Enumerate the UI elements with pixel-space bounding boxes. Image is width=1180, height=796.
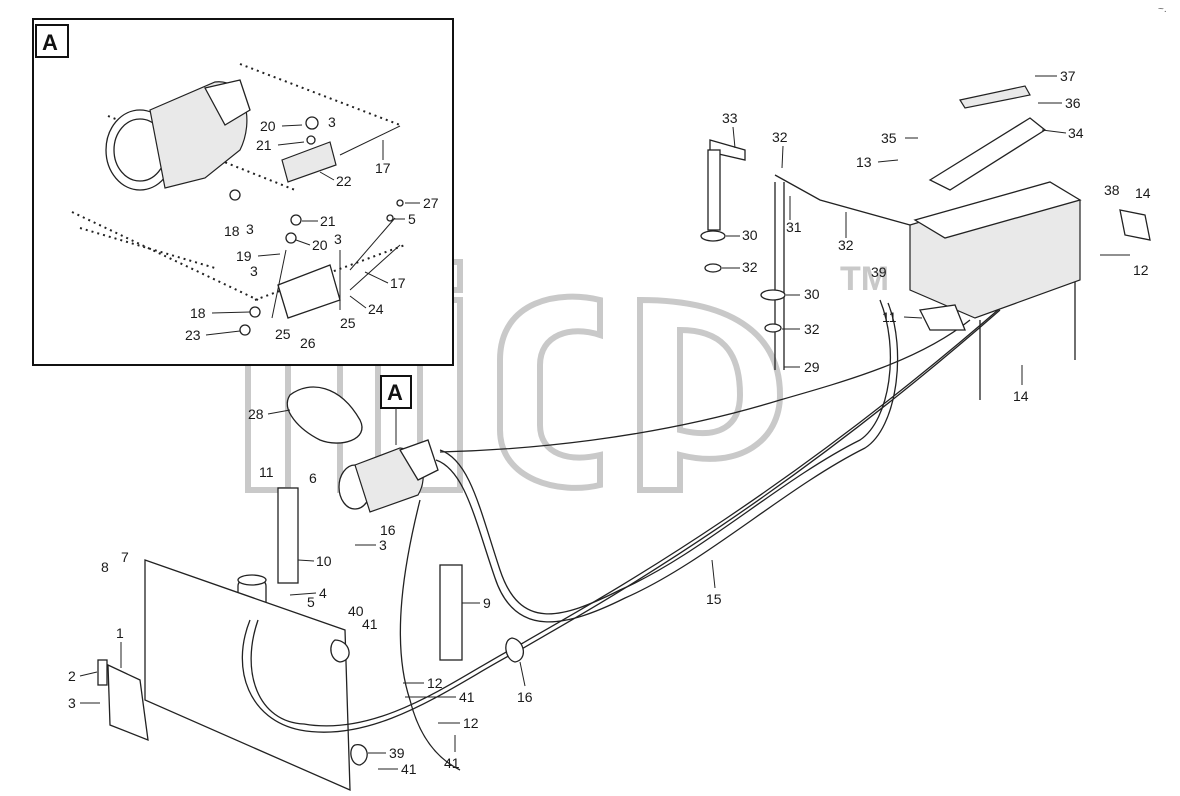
label-30-b: 30 xyxy=(804,286,820,302)
corner-mark: ~. xyxy=(1158,4,1167,15)
label-3-e: 3 xyxy=(379,537,387,553)
label-41: 41 xyxy=(362,616,378,632)
label-3-b: 3 xyxy=(246,221,254,237)
label-39-b: 39 xyxy=(389,745,405,761)
callout-letter: A xyxy=(387,380,403,405)
bracket-12 xyxy=(1119,209,1151,241)
label-17: 17 xyxy=(375,160,391,176)
label-11-b: 11 xyxy=(259,464,274,480)
clamp-16 xyxy=(505,637,524,663)
clamp-39 xyxy=(350,744,368,766)
label-32: 32 xyxy=(772,129,788,145)
hose-31 xyxy=(774,174,911,226)
label-41-c: 41 xyxy=(444,755,460,771)
label-11: 11 xyxy=(882,309,897,325)
label-41-d: 41 xyxy=(401,761,417,777)
label-2: 2 xyxy=(68,668,76,684)
compressor xyxy=(338,439,439,513)
label-16-b: 16 xyxy=(517,689,533,705)
label-3-f: 3 xyxy=(68,695,76,711)
label-14: 14 xyxy=(1013,388,1029,404)
label-25-b: 25 xyxy=(275,326,291,342)
label-40: 40 xyxy=(348,603,364,619)
label-18: 18 xyxy=(224,223,240,239)
label-34: 34 xyxy=(1068,125,1084,141)
watermark-tm: TM xyxy=(840,260,889,298)
label-5-b: 5 xyxy=(307,594,315,610)
label-26: 26 xyxy=(300,335,316,351)
label-12-c: 12 xyxy=(463,715,479,731)
label-25: 25 xyxy=(340,315,356,331)
label-18-b: 18 xyxy=(190,305,206,321)
label-16: 16 xyxy=(380,522,396,538)
label-7: 7 xyxy=(121,549,129,565)
label-10: 10 xyxy=(316,553,332,569)
label-20: 20 xyxy=(260,118,276,134)
label-33: 33 xyxy=(722,110,738,126)
bolt-2 xyxy=(97,659,108,686)
bracket-11 xyxy=(919,304,966,331)
label-20-b: 20 xyxy=(312,237,328,253)
label-9: 9 xyxy=(483,595,491,611)
label-29: 29 xyxy=(804,359,820,375)
label-12: 12 xyxy=(1133,262,1149,278)
label-15: 15 xyxy=(706,591,722,607)
label-3-c: 3 xyxy=(334,231,342,247)
label-37: 37 xyxy=(1060,68,1076,84)
label-4: 4 xyxy=(319,585,327,601)
label-32-b: 32 xyxy=(742,259,758,275)
label-32-d: 32 xyxy=(804,321,820,337)
label-6: 6 xyxy=(309,470,317,486)
label-5: 5 xyxy=(408,211,416,227)
label-8: 8 xyxy=(101,559,109,575)
label-3: 3 xyxy=(328,114,336,130)
detail-box-letter: A xyxy=(42,30,58,55)
label-32-c: 32 xyxy=(838,237,854,253)
label-19: 19 xyxy=(236,248,252,264)
label-35: 35 xyxy=(881,130,897,146)
evaporator-unit xyxy=(909,85,1082,319)
label-14-b: 14 xyxy=(1135,185,1151,201)
pipe-33 xyxy=(709,139,746,161)
bracket-1 xyxy=(107,663,149,742)
label-31: 31 xyxy=(786,219,802,235)
label-39: 39 xyxy=(871,264,887,280)
clamp-40 xyxy=(330,639,350,663)
label-21: 21 xyxy=(256,137,272,153)
label-1: 1 xyxy=(116,625,124,641)
label-22: 22 xyxy=(336,173,352,189)
label-41-b: 41 xyxy=(459,689,475,705)
detail-box-a: A 20 3 21 17 22 xyxy=(32,18,454,366)
label-36: 36 xyxy=(1065,95,1081,111)
pipe-33-stem xyxy=(707,149,721,231)
label-23: 23 xyxy=(185,327,201,343)
label-13: 13 xyxy=(856,154,872,170)
label-3-d: 3 xyxy=(250,263,258,279)
compressor-detail xyxy=(105,79,251,191)
condenser-frame xyxy=(144,559,351,792)
belt xyxy=(286,386,363,444)
label-38: 38 xyxy=(1104,182,1120,198)
label-30: 30 xyxy=(742,227,758,243)
label-27: 27 xyxy=(423,195,439,211)
bracket-10 xyxy=(277,487,299,584)
callout-box-a: A xyxy=(380,375,412,445)
label-17-b: 17 xyxy=(390,275,406,291)
label-24: 24 xyxy=(368,301,384,317)
label-21-b: 21 xyxy=(320,213,336,229)
label-28: 28 xyxy=(248,406,264,422)
label-12-b: 12 xyxy=(427,675,443,691)
bracket-9 xyxy=(439,564,463,661)
